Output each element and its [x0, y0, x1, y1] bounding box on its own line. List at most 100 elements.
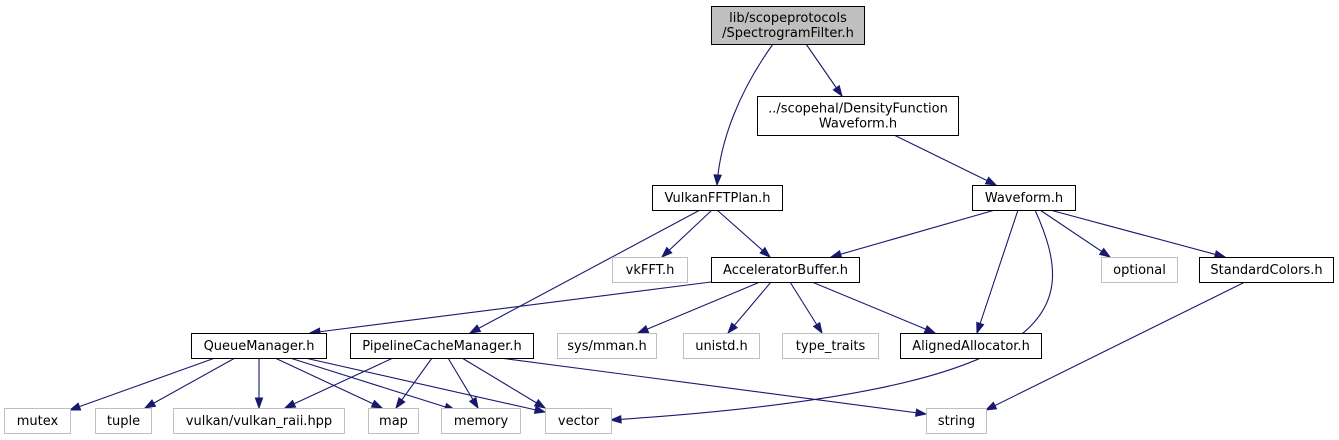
edge-spectrogram-to-vulkanfftplan [713, 43, 774, 187]
edge-line [69, 357, 216, 411]
arrowhead [636, 324, 650, 334]
node-label: Waveform.h [819, 117, 897, 132]
node-box [4, 408, 71, 434]
arrowhead [984, 401, 998, 411]
arrowhead [395, 396, 406, 410]
node-mutex[interactable]: mutex [4, 408, 71, 434]
arrowhead [1098, 247, 1112, 258]
node-box [557, 333, 657, 359]
node-label: PipelineCacheManager.h [362, 339, 521, 354]
node-map[interactable]: map [368, 408, 419, 434]
arrowhead [660, 246, 673, 259]
edge-queuemanager-to-mutex [68, 357, 216, 411]
edge-queuemanager-to-map [274, 357, 384, 409]
edge-line [1049, 209, 1226, 258]
edge-pipelinecache-to-string [499, 357, 928, 417]
edge-accelbuffer-to-alignedalloc [811, 281, 937, 334]
node-standardcolors[interactable]: StandardColors.h [1199, 257, 1334, 283]
node-queuemanager[interactable]: QueueManager.h [191, 333, 327, 359]
arrowhead [915, 408, 928, 417]
edge-line [637, 281, 761, 334]
arrowhead [984, 176, 998, 186]
node-label: StandardColors.h [1210, 263, 1322, 278]
edge-vulkanfftplan-to-accelbuffer [716, 209, 772, 258]
edge-line [985, 281, 1246, 411]
node-label: tuple [107, 414, 140, 429]
node-box [926, 408, 987, 434]
edge-queuemanager-to-memory [289, 357, 457, 411]
edge-queuemanager-to-tuple [143, 357, 236, 409]
edge-queuemanager-to-vulkanraii [254, 358, 264, 410]
node-unistd[interactable]: unistd.h [683, 333, 760, 359]
node-box [1101, 257, 1178, 283]
node-label: vector [558, 414, 600, 429]
edge-waveform-to-alignedalloc [976, 209, 1019, 335]
arrowhead [829, 249, 843, 259]
edge-pipelinecache-to-vector [461, 357, 547, 409]
arrowhead [713, 174, 723, 187]
arrowhead [727, 322, 739, 335]
node-typetraits[interactable]: type_traits [782, 333, 879, 359]
edge-vulkanfftplan-to-vkfft [660, 209, 713, 259]
node-waveform[interactable]: Waveform.h [972, 185, 1076, 211]
edge-line [309, 281, 712, 334]
edge-line [1039, 209, 1111, 258]
node-box [95, 408, 152, 434]
node-label: mutex [17, 414, 59, 429]
node-memory[interactable]: memory [441, 408, 521, 434]
arrowhead [468, 324, 482, 334]
edge-line [284, 357, 394, 409]
node-pipelinecache[interactable]: PipelineCacheManager.h [350, 333, 534, 359]
edge-spectrogram-to-densityfn [805, 43, 843, 98]
node-vulkanfftplan[interactable]: VulkanFFTPlan.h [652, 185, 783, 211]
arrowhead [976, 321, 985, 335]
node-label: QueueManager.h [204, 339, 315, 354]
edge-pipelinecache-to-vulkanraii [283, 357, 394, 409]
node-box [368, 408, 419, 434]
edge-waveform-to-optional [1039, 209, 1112, 258]
node-optional[interactable]: optional [1101, 257, 1178, 283]
edge-line [727, 281, 772, 334]
node-label: AcceleratorBuffer.h [723, 263, 848, 278]
edge-accelbuffer-to-typetraits [789, 281, 823, 335]
node-box [173, 408, 345, 434]
edge-line [304, 357, 546, 413]
arrowhead [1213, 250, 1227, 259]
arrowhead [759, 246, 772, 258]
edges-layer [68, 43, 1246, 424]
node-label: map [379, 414, 408, 429]
node-accelbuffer[interactable]: AcceleratorBuffer.h [711, 257, 860, 283]
node-box [350, 333, 534, 359]
node-alignedalloc[interactable]: AlignedAllocator.h [900, 333, 1042, 359]
node-label: VulkanFFTPlan.h [664, 191, 770, 206]
node-box [711, 257, 860, 283]
edge-line [716, 43, 774, 186]
node-spectrogram[interactable]: lib/scopeprotocols/SpectrogramFilter.h [711, 6, 865, 45]
node-vulkanraii[interactable]: vulkan/vulkan_raii.hpp [173, 408, 345, 434]
node-label: vulkan/vulkan_raii.hpp [186, 414, 332, 429]
node-label: AlignedAllocator.h [912, 339, 1030, 354]
node-sysmman[interactable]: sys/mman.h [557, 333, 657, 359]
edge-accelbuffer-to-sysmman [636, 281, 761, 334]
node-box [441, 408, 521, 434]
edge-line [893, 134, 997, 186]
node-tuple[interactable]: tuple [95, 408, 152, 434]
arrowhead [832, 84, 843, 98]
edge-densityfn-to-waveform [893, 134, 998, 186]
node-label: optional [1113, 263, 1166, 278]
node-label: ../scopehal/DensityFunction [768, 102, 948, 117]
node-vector[interactable]: vector [545, 408, 612, 434]
node-string[interactable]: string [926, 408, 987, 434]
edge-line [499, 357, 927, 415]
node-label: vkFFT.h [626, 263, 675, 278]
node-box [1199, 257, 1334, 283]
node-box [683, 333, 760, 359]
node-box [900, 333, 1042, 359]
edge-line [811, 281, 936, 334]
edge-line [830, 209, 996, 258]
nodes-layer: lib/scopeprotocols/SpectrogramFilter.h..… [4, 6, 1334, 434]
node-vkfft[interactable]: vkFFT.h [612, 257, 688, 283]
edge-pipelinecache-to-memory [447, 357, 479, 410]
node-label: type_traits [796, 339, 866, 354]
